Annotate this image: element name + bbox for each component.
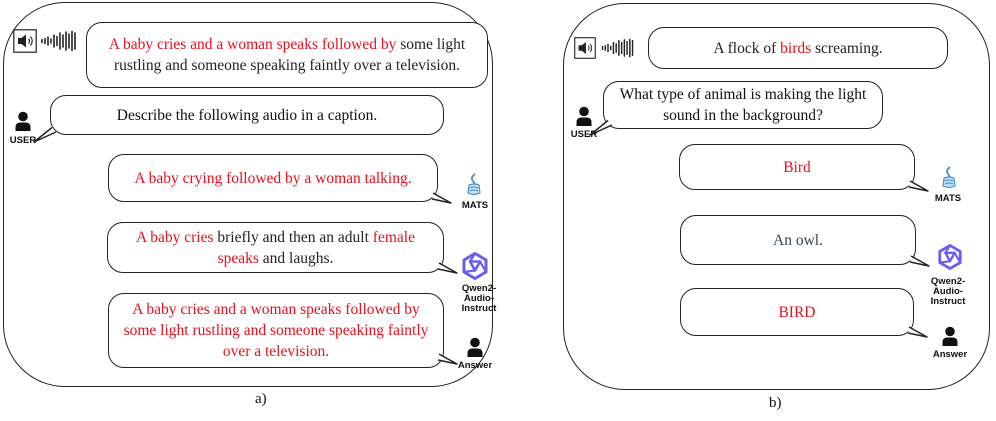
- answer-label: Answer: [457, 360, 493, 371]
- mats-response-bubble: A baby crying followed by a woman talkin…: [108, 154, 438, 202]
- bubble-text: Bird: [783, 157, 811, 178]
- audio-description-bubble: A flock of birds screaming.: [648, 27, 948, 69]
- text-segment-dark: some light rustling and someone speaking…: [113, 36, 466, 74]
- qwen-bubble-tail: [437, 262, 458, 274]
- text-segment-dark: briefly and then an adult: [213, 228, 373, 246]
- text-segment-red: female speaks: [217, 228, 415, 267]
- text-segment-red: A baby crying followed by a woman talkin…: [134, 169, 412, 187]
- text-segment-dark: A flock of: [713, 39, 781, 57]
- text-segment-dark: and laughs.: [258, 249, 334, 267]
- qwen-bubble-tail: [909, 255, 930, 267]
- text-segment-red: A baby cries: [136, 228, 214, 246]
- mats-label: MATS: [461, 200, 489, 211]
- text-segment-red: BIRD: [778, 303, 816, 321]
- text-segment-red: Bird: [783, 158, 811, 176]
- answer-response-bubble: BIRD: [680, 288, 914, 336]
- audio-description-bubble: A baby cries and a woman speaks followed…: [86, 22, 488, 88]
- text-segment-dark: screaming.: [811, 39, 883, 57]
- caption-a: a): [255, 391, 267, 407]
- bubble-text: An owl.: [773, 230, 823, 251]
- mats-label: MATS: [934, 193, 962, 204]
- qwen-label-line2: Instruct: [461, 303, 497, 314]
- user-prompt-bubble: Describe the following audio in a captio…: [50, 95, 444, 135]
- qwen-logo-icon: [938, 244, 962, 270]
- qwen-label-line1: Qwen2-Audio-: [930, 276, 966, 297]
- mats-logo-icon: [467, 173, 481, 196]
- bubble-text: BIRD: [778, 302, 815, 323]
- mats-logo-icon: [942, 166, 956, 189]
- answer-label: Answer: [932, 349, 968, 360]
- bubble-text: A flock of birds screaming.: [713, 38, 882, 59]
- answer-bubble-tail: [437, 353, 458, 365]
- text-segment-slate: An owl.: [773, 231, 823, 249]
- qwen-label: Qwen2-Audio- Instruct: [449, 284, 509, 314]
- qwen-label-line2: Instruct: [930, 296, 966, 307]
- answer-person-icon: [942, 326, 958, 346]
- user-icon: [576, 106, 592, 126]
- bubble-text: A baby cries and a woman speaks followed…: [121, 299, 431, 362]
- qwen-label: Qwen2-Audio- Instruct: [918, 277, 978, 307]
- qwen-logo-icon: [462, 252, 488, 280]
- bubble-text: A baby cries briefly and then an adult f…: [118, 227, 433, 269]
- text-segment-red: A baby cries and a woman speaks followed…: [123, 301, 429, 360]
- mats-bubble-tail: [908, 180, 929, 192]
- user-prompt-bubble: What type of animal is making the light …: [603, 81, 883, 129]
- speaker-icon: [13, 29, 37, 53]
- caption-b: b): [769, 395, 782, 411]
- bubble-text: A baby crying followed by a woman talkin…: [134, 168, 411, 189]
- bubble-text: A baby cries and a woman speaks followed…: [101, 34, 473, 76]
- qwen-label-line1: Qwen2-Audio-: [461, 283, 497, 304]
- user-label: USER: [9, 135, 37, 146]
- answer-bubble-tail: [907, 326, 928, 338]
- user-bubble-tail: [589, 119, 613, 136]
- answer-response-bubble: A baby cries and a woman speaks followed…: [108, 293, 444, 368]
- text-segment-red: A baby cries and a woman speaks followed…: [108, 36, 397, 53]
- mats-response-bubble: Bird: [679, 144, 915, 190]
- user-label: USER: [570, 129, 598, 140]
- answer-person-icon: [467, 337, 483, 357]
- user-bubble-tail: [33, 126, 57, 143]
- user-icon: [15, 111, 31, 131]
- waveform-icon: [41, 30, 76, 52]
- speaker-icon: [574, 37, 596, 59]
- text-segment-red: birds: [780, 39, 812, 57]
- qwen-response-bubble: A baby cries briefly and then an adult f…: [107, 222, 444, 273]
- waveform-icon: [601, 38, 634, 58]
- qwen-response-bubble: An owl.: [680, 215, 916, 265]
- mats-bubble-tail: [431, 192, 452, 204]
